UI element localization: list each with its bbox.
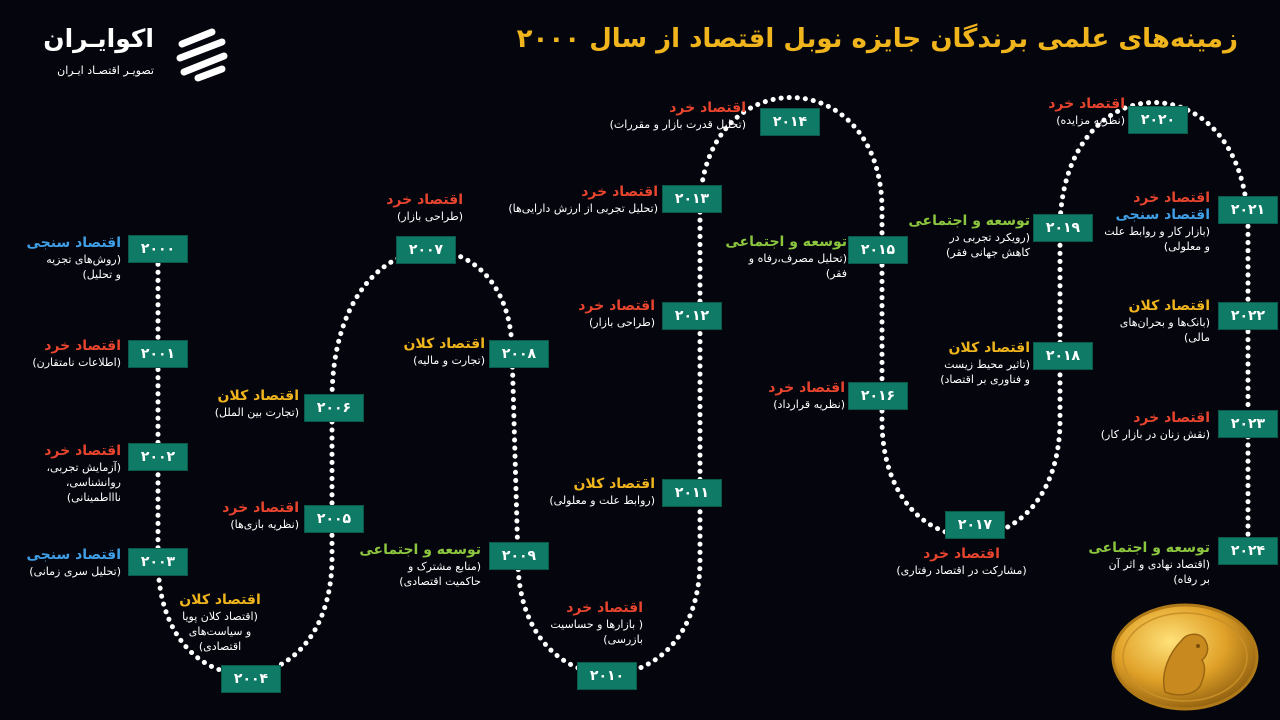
topic-detail: (طراحی بازار) [480,315,655,330]
year-box-2001: ۲۰۰۱ [128,340,188,368]
year-label-2014: اقتصاد خرد(تحلیل قدرت بازار و مقررات) [570,100,746,132]
topic-detail: (منابع مشترک و حاکمیت اقتصادی) [306,559,481,589]
topic-detail: (تحلیل تجربی از ارزش دارایی‌ها) [482,201,658,216]
year-box-2023: ۲۰۲۳ [1218,410,1278,438]
year-box-2004: ۲۰۰۴ [221,665,281,693]
topic-detail: (تجارت و مالیه) [310,353,485,368]
year-label-2008: اقتصاد کلان(تجارت و مالیه) [310,336,485,368]
year-label-2002: اقتصاد خرد(آزمایش تجربی، روانشناسی، نااا… [0,443,121,505]
topic-detail: ( بازارها و حساسیت بازرسی) [468,617,643,647]
year-box-2021: ۲۰۲۱ [1218,196,1278,224]
category-micro: اقتصاد خرد [950,96,1125,113]
topic-detail: (طراحی بازار) [288,209,463,224]
year-box-2017: ۲۰۱۷ [945,511,1005,539]
year-box-2010: ۲۰۱۰ [577,662,637,690]
category-macro: اقتصاد کلان [480,476,655,493]
category-micro: اقتصاد خرد [670,380,845,397]
category-macro: اقتصاد کلان [124,388,299,405]
topic-detail: (مشارکت در اقتصاد رفتاری) [874,563,1049,578]
year-box-2003: ۲۰۰۳ [128,548,188,576]
topic-detail: (آزمایش تجربی، روانشناسی، ناااطمینانی) [0,460,121,505]
year-box-2018: ۲۰۱۸ [1033,342,1093,370]
year-box-2005: ۲۰۰۵ [304,505,364,533]
year-box-2002: ۲۰۰۲ [128,443,188,471]
year-label-2019: توسعه و اجتماعی(رویکرد تجربی در کاهش جها… [855,213,1030,260]
category-development: توسعه و اجتماعی [672,234,847,251]
year-label-2020: اقتصاد خرد(نظریه مزایده) [950,96,1125,128]
year-box-2014: ۲۰۱۴ [760,108,820,136]
topic-detail: (تجارت بین الملل) [124,405,299,420]
topic-detail: (اقتصاد کلان پویا و سیاست‌های اقتصادی) [150,609,290,654]
year-box-2024: ۲۰۲۴ [1218,537,1278,565]
year-box-2006: ۲۰۰۶ [304,394,364,422]
year-label-2001: اقتصاد خرد(اطلاعات نامتقارن) [0,338,121,370]
year-label-2022: اقتصاد کلان(بانک‌ها و بحران‌های مالی) [1035,298,1210,345]
topic-detail: (تاثیر محیط زیست و فناوری بر اقتصاد) [855,357,1030,387]
category-micro: اقتصاد خرد [0,338,121,355]
topic-detail: (رویکرد تجربی در کاهش جهانی فقر) [855,230,1030,260]
year-label-2010: اقتصاد خرد( بازارها و حساسیت بازرسی) [468,600,643,647]
year-label-2015: توسعه و اجتماعی(تحلیل مصرف،رفاه و فقر) [672,234,847,281]
category-micro: اقتصاد خرد [480,298,655,315]
category-micro: اقتصاد خرد [288,192,463,209]
topic-detail: (روابط علت و معلولی) [480,493,655,508]
year-box-2013: ۲۰۱۳ [662,185,722,213]
year-label-2023: اقتصاد خرد(نقش زنان در بازار کار) [1035,410,1210,442]
topic-detail: (تحلیل قدرت بازار و مقررات) [570,117,746,132]
topic-detail: (تحلیل مصرف،رفاه و فقر) [672,251,847,281]
topic-detail: (اطلاعات نامتقارن) [0,355,121,370]
year-label-2017: اقتصاد خرد(مشارکت در اقتصاد رفتاری) [874,546,1049,578]
category-econometrics: اقتصاد سنجی [1035,207,1210,224]
category-micro: اقتصاد خرد [570,100,746,117]
year-box-2009: ۲۰۰۹ [489,542,549,570]
category-micro: اقتصاد خرد [874,546,1049,563]
year-label-2003: اقتصاد سنجی(تحلیل سری زمانی) [0,547,121,579]
year-box-2007: ۲۰۰۷ [396,236,456,264]
topic-detail: (نظریه مزایده) [950,113,1125,128]
nobel-medal-icon [1110,602,1260,712]
category-development: توسعه و اجتماعی [306,542,481,559]
year-label-2005: اقتصاد خرد(نظریه بازی‌ها) [124,500,299,532]
year-box-2020: ۲۰۲۰ [1128,106,1188,134]
category-econometrics: اقتصاد سنجی [0,547,121,564]
year-box-2022: ۲۰۲۲ [1218,302,1278,330]
year-label-2006: اقتصاد کلان(تجارت بین الملل) [124,388,299,420]
year-box-2000: ۲۰۰۰ [128,235,188,263]
year-box-2012: ۲۰۱۲ [662,302,722,330]
category-macro: اقتصاد کلان [150,592,290,609]
year-label-2007: اقتصاد خرد(طراحی بازار) [288,192,463,224]
category-econometrics: اقتصاد سنجی [0,235,121,252]
category-macro: اقتصاد کلان [310,336,485,353]
year-label-2009: توسعه و اجتماعی(منابع مشترک و حاکمیت اقت… [306,542,481,589]
topic-detail: (اقتصاد نهادی و اثر آن بر رفاه) [1035,557,1210,587]
topic-detail: (بانک‌ها و بحران‌های مالی) [1035,315,1210,345]
year-label-2012: اقتصاد خرد(طراحی بازار) [480,298,655,330]
year-box-2008: ۲۰۰۸ [489,340,549,368]
category-development: توسعه و اجتماعی [855,213,1030,230]
category-macro: اقتصاد کلان [1035,298,1210,315]
category-micro: اقتصاد خرد [124,500,299,517]
topic-detail: (روش‌های تجزیه و تحلیل) [0,252,121,282]
year-label-2000: اقتصاد سنجی(روش‌های تجزیه و تحلیل) [0,235,121,282]
category-micro: اقتصاد خرد [1035,410,1210,427]
topic-detail: (نقش زنان در بازار کار) [1035,427,1210,442]
year-label-2011: اقتصاد کلان(روابط علت و معلولی) [480,476,655,508]
category-micro: اقتصاد خرد [482,184,658,201]
year-label-2004: اقتصاد کلان(اقتصاد کلان پویا و سیاست‌های… [150,592,290,654]
category-micro: اقتصاد خرد [0,443,121,460]
year-label-2016: اقتصاد خرد(نظریه قرارداد) [670,380,845,412]
category-development: توسعه و اجتماعی [1035,540,1210,557]
year-label-2024: توسعه و اجتماعی(اقتصاد نهادی و اثر آن بر… [1035,540,1210,587]
year-box-2011: ۲۰۱۱ [662,479,722,507]
year-label-2013: اقتصاد خرد(تحلیل تجربی از ارزش دارایی‌ها… [482,184,658,216]
category-micro: اقتصاد خرد [1035,190,1210,207]
year-label-2018: اقتصاد کلان(تاثیر محیط زیست و فناوری بر … [855,340,1030,387]
topic-detail: (بازار کار و روابط علت و معلولی) [1035,224,1210,254]
topic-detail: (تحلیل سری زمانی) [0,564,121,579]
topic-detail: (نظریه قرارداد) [670,397,845,412]
category-macro: اقتصاد کلان [855,340,1030,357]
category-micro: اقتصاد خرد [468,600,643,617]
topic-detail: (نظریه بازی‌ها) [124,517,299,532]
